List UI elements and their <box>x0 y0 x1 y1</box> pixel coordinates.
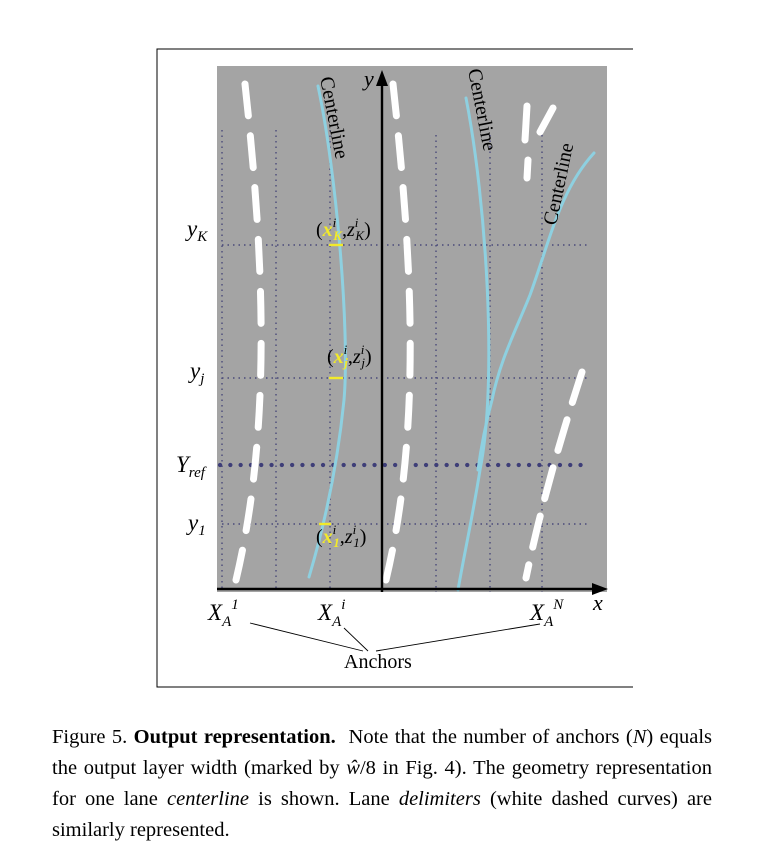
figure-caption: Figure 5. Output representation. Note th… <box>52 726 712 841</box>
centerline-right <box>476 151 596 472</box>
anchor-callout-lines <box>249 622 541 652</box>
anchors-label: Anchors <box>344 651 412 673</box>
figure-frame <box>156 48 633 688</box>
anchor-label-N: XAN <box>529 597 564 630</box>
delimiter-right-top-a <box>521 102 531 144</box>
anchor-label-1: XA1 <box>207 597 239 630</box>
delimiter-middle <box>382 80 414 584</box>
label-yK: yK <box>185 216 208 245</box>
delimiter-right-top-c <box>523 156 532 182</box>
delimiter-right-lower <box>522 368 586 582</box>
centerline-left <box>307 84 347 579</box>
delimiter-left <box>232 80 265 584</box>
x-axis-arrow <box>592 583 608 595</box>
caption-prefix: Figure 5. <box>52 726 128 748</box>
label-y1: y1 <box>186 510 206 539</box>
caption-title: Output representation. <box>133 726 336 748</box>
sample-markers <box>319 243 343 526</box>
lane-delimiters <box>232 80 586 584</box>
delimiter-right-top-b <box>536 104 557 136</box>
y-axis-label: y <box>362 66 374 91</box>
axes <box>217 70 608 595</box>
x-axis-label: x <box>592 590 603 615</box>
label-yref: Yref <box>176 452 207 481</box>
centerlines <box>307 84 596 592</box>
label-yj: yj <box>188 358 204 387</box>
y-axis-arrow <box>376 70 388 86</box>
output-representation-figure: y x Centerline Centerline Centerline yK … <box>156 48 633 688</box>
anchor-label-i: XAi <box>317 597 345 630</box>
